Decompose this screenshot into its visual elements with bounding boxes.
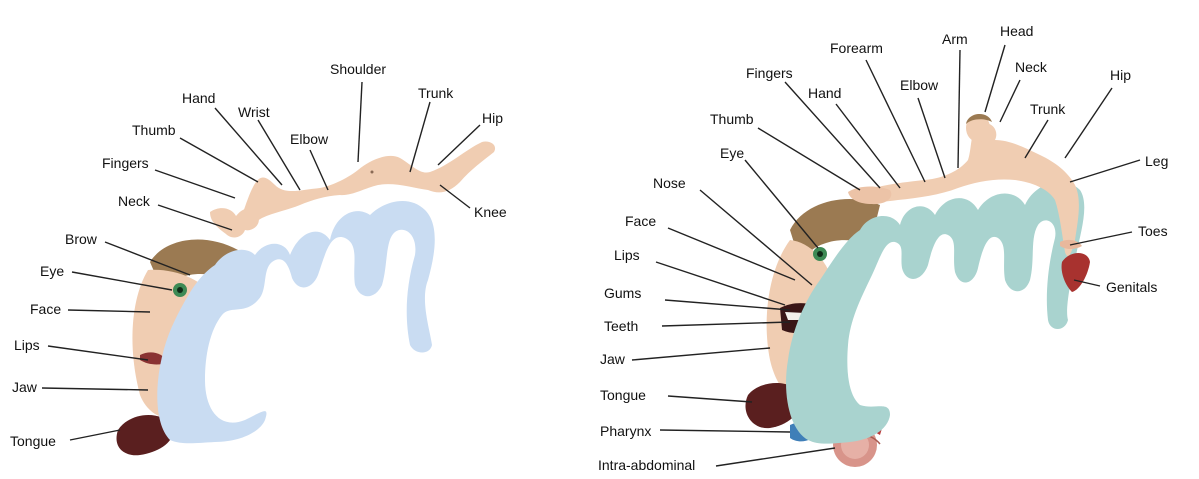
sensory-label-nose: Nose <box>653 175 686 191</box>
motor-label-eye: Eye <box>40 263 64 279</box>
motor-label-hip: Hip <box>482 110 503 126</box>
motor-label-tongue: Tongue <box>10 433 56 449</box>
sensory-label-jaw: Jaw <box>600 351 626 367</box>
sensory-label-tongue: Tongue <box>600 387 646 403</box>
sensory-label-elbow: Elbow <box>900 77 939 93</box>
motor-label-neck: Neck <box>118 193 151 209</box>
motor-cortex <box>157 201 434 443</box>
sensory-label-trunk: Trunk <box>1030 101 1066 117</box>
sensory-label-toes: Toes <box>1138 223 1168 239</box>
motor-homunculus: Shoulder Trunk Hip Hand Wrist Elbow Thum… <box>10 61 507 455</box>
sensory-label-teeth: Teeth <box>604 318 638 334</box>
sensory-homunculus: Head Arm Forearm Neck Hip Fingers Elbow … <box>598 23 1168 473</box>
motor-label-face: Face <box>30 301 61 317</box>
motor-label-wrist: Wrist <box>238 104 270 120</box>
motor-label-thumb: Thumb <box>132 122 176 138</box>
sensory-label-arm: Arm <box>942 31 968 47</box>
sensory-label-gums: Gums <box>604 285 641 301</box>
sensory-label-hip: Hip <box>1110 67 1131 83</box>
sensory-label-leg: Leg <box>1145 153 1168 169</box>
sensory-label-head: Head <box>1000 23 1033 39</box>
motor-label-knee: Knee <box>474 204 507 220</box>
motor-label-lips: Lips <box>14 337 40 353</box>
sensory-label-thumb: Thumb <box>710 111 754 127</box>
sensory-label-neck: Neck <box>1015 59 1048 75</box>
motor-label-fingers: Fingers <box>102 155 149 171</box>
motor-label-jaw: Jaw <box>12 379 38 395</box>
motor-label-trunk: Trunk <box>418 85 454 101</box>
motor-label-hand: Hand <box>182 90 215 106</box>
sensory-label-face: Face <box>625 213 656 229</box>
motor-label-shoulder: Shoulder <box>330 61 386 77</box>
sensory-label-pharynx: Pharynx <box>600 423 651 439</box>
sensory-label-hand: Hand <box>808 85 841 101</box>
sensory-label-intra-abdominal: Intra-abdominal <box>598 457 695 473</box>
sensory-label-eye: Eye <box>720 145 744 161</box>
sensory-label-forearm: Forearm <box>830 40 883 56</box>
sensory-label-lips: Lips <box>614 247 640 263</box>
motor-label-brow: Brow <box>65 231 98 247</box>
sensory-label-genitals: Genitals <box>1106 279 1157 295</box>
motor-label-elbow: Elbow <box>290 131 329 147</box>
sensory-label-fingers: Fingers <box>746 65 793 81</box>
